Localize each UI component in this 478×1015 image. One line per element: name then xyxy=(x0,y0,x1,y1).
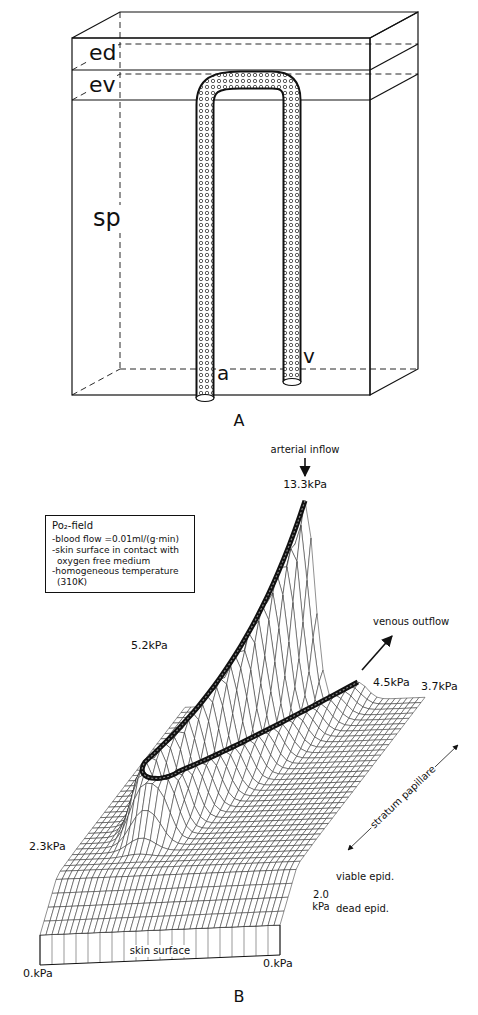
surface-mesh-cell xyxy=(375,750,385,756)
surface-mesh-cell xyxy=(399,718,409,724)
panel-letter: B xyxy=(233,988,246,1006)
surface-mesh-cell xyxy=(379,745,389,751)
surface-mesh-cell xyxy=(282,883,292,897)
block-side-face xyxy=(370,12,418,395)
wall-grid-line xyxy=(40,935,41,965)
surface-mesh-cell xyxy=(334,802,344,808)
annotation: arterial inflow xyxy=(270,444,341,456)
legend-box: Po₂-field -blood flow =0.01ml/(g·min)-ski… xyxy=(45,515,195,593)
outflow-arrow xyxy=(362,636,392,670)
wall-grid-line xyxy=(244,927,245,957)
value-label: 13.3kPa xyxy=(282,479,328,492)
surface-mesh-cell xyxy=(278,897,288,911)
layer-boundary xyxy=(370,74,418,100)
wall-grid-line xyxy=(232,927,233,957)
surface-mesh-cell xyxy=(286,869,296,883)
box-item: -homogeneous temperature (310K) xyxy=(52,566,188,588)
wall-grid-line xyxy=(256,926,257,956)
surface-mesh-cell xyxy=(342,792,352,798)
surface-mesh-cell xyxy=(294,856,304,862)
box-item: -skin surface in contact with oxygen fre… xyxy=(52,545,188,567)
surface-mesh-cell xyxy=(415,697,425,703)
axis-label: skin surface xyxy=(129,945,191,957)
axis-label: stratum papillare xyxy=(367,762,438,831)
arteriole-opening xyxy=(196,395,214,402)
wall-grid-line xyxy=(64,934,65,964)
surface-mesh-cell xyxy=(338,797,348,803)
surface-mesh-cell xyxy=(403,713,413,719)
box-heading: Po₂-field xyxy=(52,520,188,532)
wall-grid-line xyxy=(280,925,281,955)
hidden-edge xyxy=(72,44,418,70)
vessel-label: a xyxy=(216,362,230,385)
hidden-edge xyxy=(72,369,120,395)
value-label: 0.kPa xyxy=(262,958,294,971)
surface-mesh-cell xyxy=(314,829,324,835)
box-item: -blood flow =0.01ml/(g·min) xyxy=(52,534,188,545)
wall-grid-line xyxy=(88,933,89,963)
wall-grid-line xyxy=(76,934,77,964)
value-label: 3.7kPa xyxy=(420,681,459,694)
surface-mesh-cell xyxy=(318,823,328,829)
layer-label: sp xyxy=(92,205,122,233)
surface-mesh-cell xyxy=(387,734,397,740)
axis-label: dead epid. xyxy=(335,903,390,915)
layer-boundary xyxy=(72,69,370,70)
value-label: 2.0 kPa xyxy=(308,889,334,912)
value-label: 2.3kPa xyxy=(28,841,67,854)
surface-mesh-cell xyxy=(306,839,316,845)
wall-grid-line xyxy=(208,928,209,958)
wall-grid-line xyxy=(52,935,53,965)
hidden-edge xyxy=(120,369,418,370)
depth-arrow xyxy=(348,745,458,850)
surface-mesh-cell xyxy=(302,845,312,851)
surface-mesh-cell xyxy=(351,781,361,787)
hidden-edge xyxy=(120,12,121,369)
surface-mesh-cell xyxy=(371,755,381,761)
surface-mesh-cell xyxy=(330,808,340,814)
surface-mesh-cell xyxy=(290,861,300,869)
surface-mesh-cell xyxy=(298,850,308,856)
layer-boundary xyxy=(72,99,370,100)
value-label: 4.5kPa xyxy=(372,677,411,690)
surface-mesh-cell xyxy=(274,911,284,925)
block-top-face xyxy=(72,12,418,38)
surface-mesh-cell xyxy=(383,739,393,745)
value-label: 5.2kPa xyxy=(130,640,169,653)
capillary-loop xyxy=(205,80,292,398)
surface-mesh-cell xyxy=(407,708,417,714)
wall-grid-line xyxy=(124,932,125,962)
surface-mesh-cell xyxy=(411,703,421,709)
inflow-arrow xyxy=(304,458,306,476)
layer-label: ev xyxy=(88,72,117,97)
wall-grid-line xyxy=(100,933,101,963)
wall-grid-line xyxy=(196,929,197,959)
surface-mesh-cell xyxy=(359,771,369,777)
panel-letter: A xyxy=(233,412,246,430)
surface-mesh-cell xyxy=(355,776,365,782)
capillary-loop-outline xyxy=(205,80,292,398)
surface-mesh-cell xyxy=(391,729,401,735)
value-label: 0.kPa xyxy=(22,968,54,981)
surface-mesh-cell xyxy=(347,787,357,793)
surface-mesh-cell xyxy=(363,766,373,772)
layer-boundary xyxy=(370,44,418,70)
surface-mesh-cell xyxy=(395,724,405,730)
surface-mesh-cell xyxy=(322,818,332,824)
vessel-label: v xyxy=(302,345,316,368)
wall-grid-line xyxy=(220,928,221,958)
layer-label: ed xyxy=(88,40,118,65)
venule-opening xyxy=(283,379,301,386)
wall-grid-line xyxy=(112,932,113,962)
surface-mesh-cell xyxy=(310,834,320,840)
wall-grid-line xyxy=(268,926,269,956)
surface-mesh-cell xyxy=(367,760,377,766)
annotation: venous outflow xyxy=(372,616,450,628)
surface-mesh-cell xyxy=(326,813,336,819)
axis-label: viable epid. xyxy=(335,871,395,883)
